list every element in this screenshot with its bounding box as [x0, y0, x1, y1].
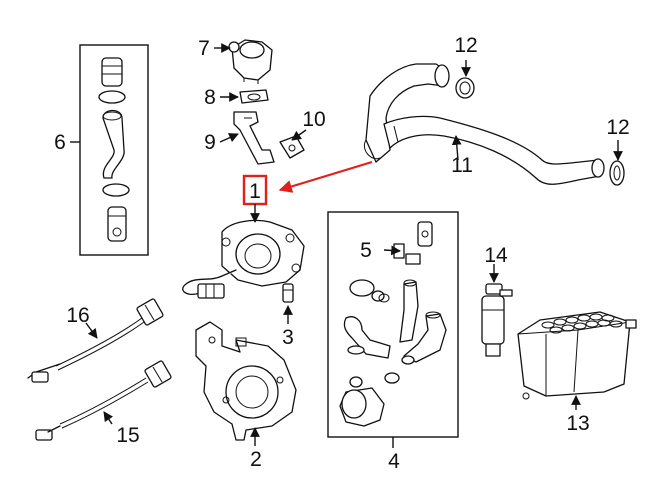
callout-10: 10 — [302, 108, 325, 131]
callout-9: 9 — [204, 131, 216, 154]
callout-5: 5 — [360, 239, 372, 262]
egr-valve-7 — [228, 39, 273, 84]
canister-top-cells — [541, 313, 623, 334]
callout-8: 8 — [204, 86, 216, 109]
callout-6: 6 — [54, 131, 66, 154]
callout-15: 15 — [116, 424, 139, 447]
canister-13 — [517, 311, 637, 400]
gasket-10 — [279, 135, 305, 159]
callout-1: 1 — [249, 180, 261, 203]
kit-box-6 — [70, 44, 149, 256]
red-pointer-arrow — [278, 160, 373, 193]
callout-12-top: 12 — [454, 34, 477, 57]
kit-box-4 — [327, 211, 459, 448]
part-14 — [481, 283, 513, 357]
callout-11: 11 — [451, 154, 473, 177]
pipe-9 — [233, 111, 275, 165]
callout-13: 13 — [566, 412, 589, 435]
hose-11 — [364, 63, 605, 185]
part-1-assembly — [182, 219, 305, 299]
callout-4: 4 — [388, 450, 400, 473]
callout-16: 16 — [66, 304, 89, 327]
sensor-3 — [282, 283, 294, 303]
callout-7: 7 — [198, 37, 210, 60]
callout-3: 3 — [282, 326, 294, 349]
callout-2: 2 — [250, 448, 262, 471]
oxygen-sensor-16 — [27, 298, 164, 383]
callout-12-right: 12 — [606, 116, 629, 139]
gasket-8 — [239, 89, 269, 104]
clamp-12-right — [609, 160, 625, 186]
callout-14: 14 — [484, 244, 508, 267]
oxygen-sensor-15 — [35, 360, 172, 441]
bracket-2 — [195, 321, 297, 441]
clamp-12-top — [455, 77, 475, 99]
